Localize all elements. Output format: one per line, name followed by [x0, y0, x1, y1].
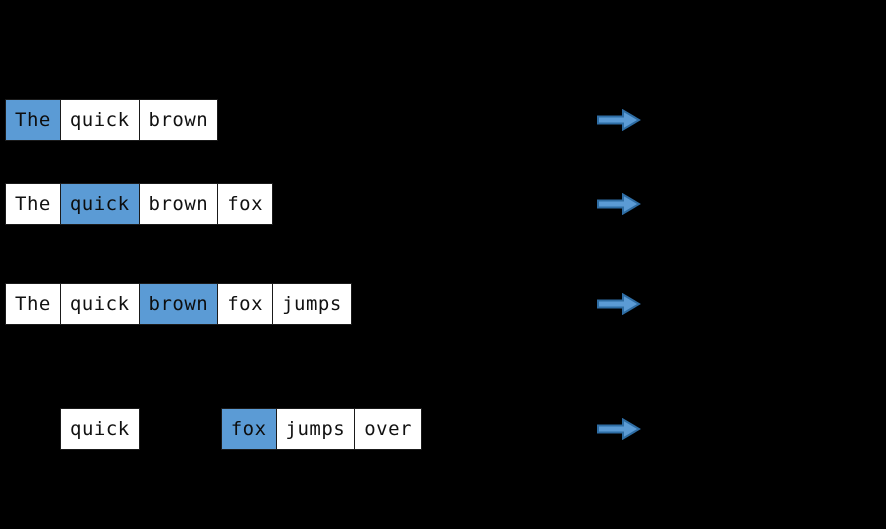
token-cell[interactable]: The — [5, 283, 61, 325]
token-cell[interactable]: The — [5, 183, 61, 225]
token-cell[interactable]: over — [354, 408, 422, 450]
token-cell-highlighted[interactable]: The — [5, 99, 61, 141]
token-cell[interactable]: quick — [59, 99, 140, 141]
token-cell-highlighted[interactable]: brown — [138, 283, 219, 325]
token-cell[interactable]: quick — [60, 408, 140, 450]
arrow-right-icon — [597, 293, 641, 315]
arrow-right-icon — [597, 109, 641, 131]
token-gap — [139, 408, 222, 450]
arrow-right-icon — [597, 193, 641, 215]
token-cell-highlighted[interactable]: quick — [59, 183, 140, 225]
token-cell[interactable]: fox — [217, 183, 274, 225]
token-cell[interactable]: jumps — [272, 283, 352, 325]
token-cell-highlighted[interactable]: fox — [220, 408, 277, 450]
token-cell[interactable]: brown — [138, 99, 219, 141]
token-cell[interactable]: fox — [217, 283, 274, 325]
token-cell[interactable]: jumps — [275, 408, 356, 450]
arrow-right-icon — [597, 418, 641, 440]
token-cell[interactable]: brown — [138, 183, 219, 225]
token-cell[interactable]: quick — [59, 283, 140, 325]
